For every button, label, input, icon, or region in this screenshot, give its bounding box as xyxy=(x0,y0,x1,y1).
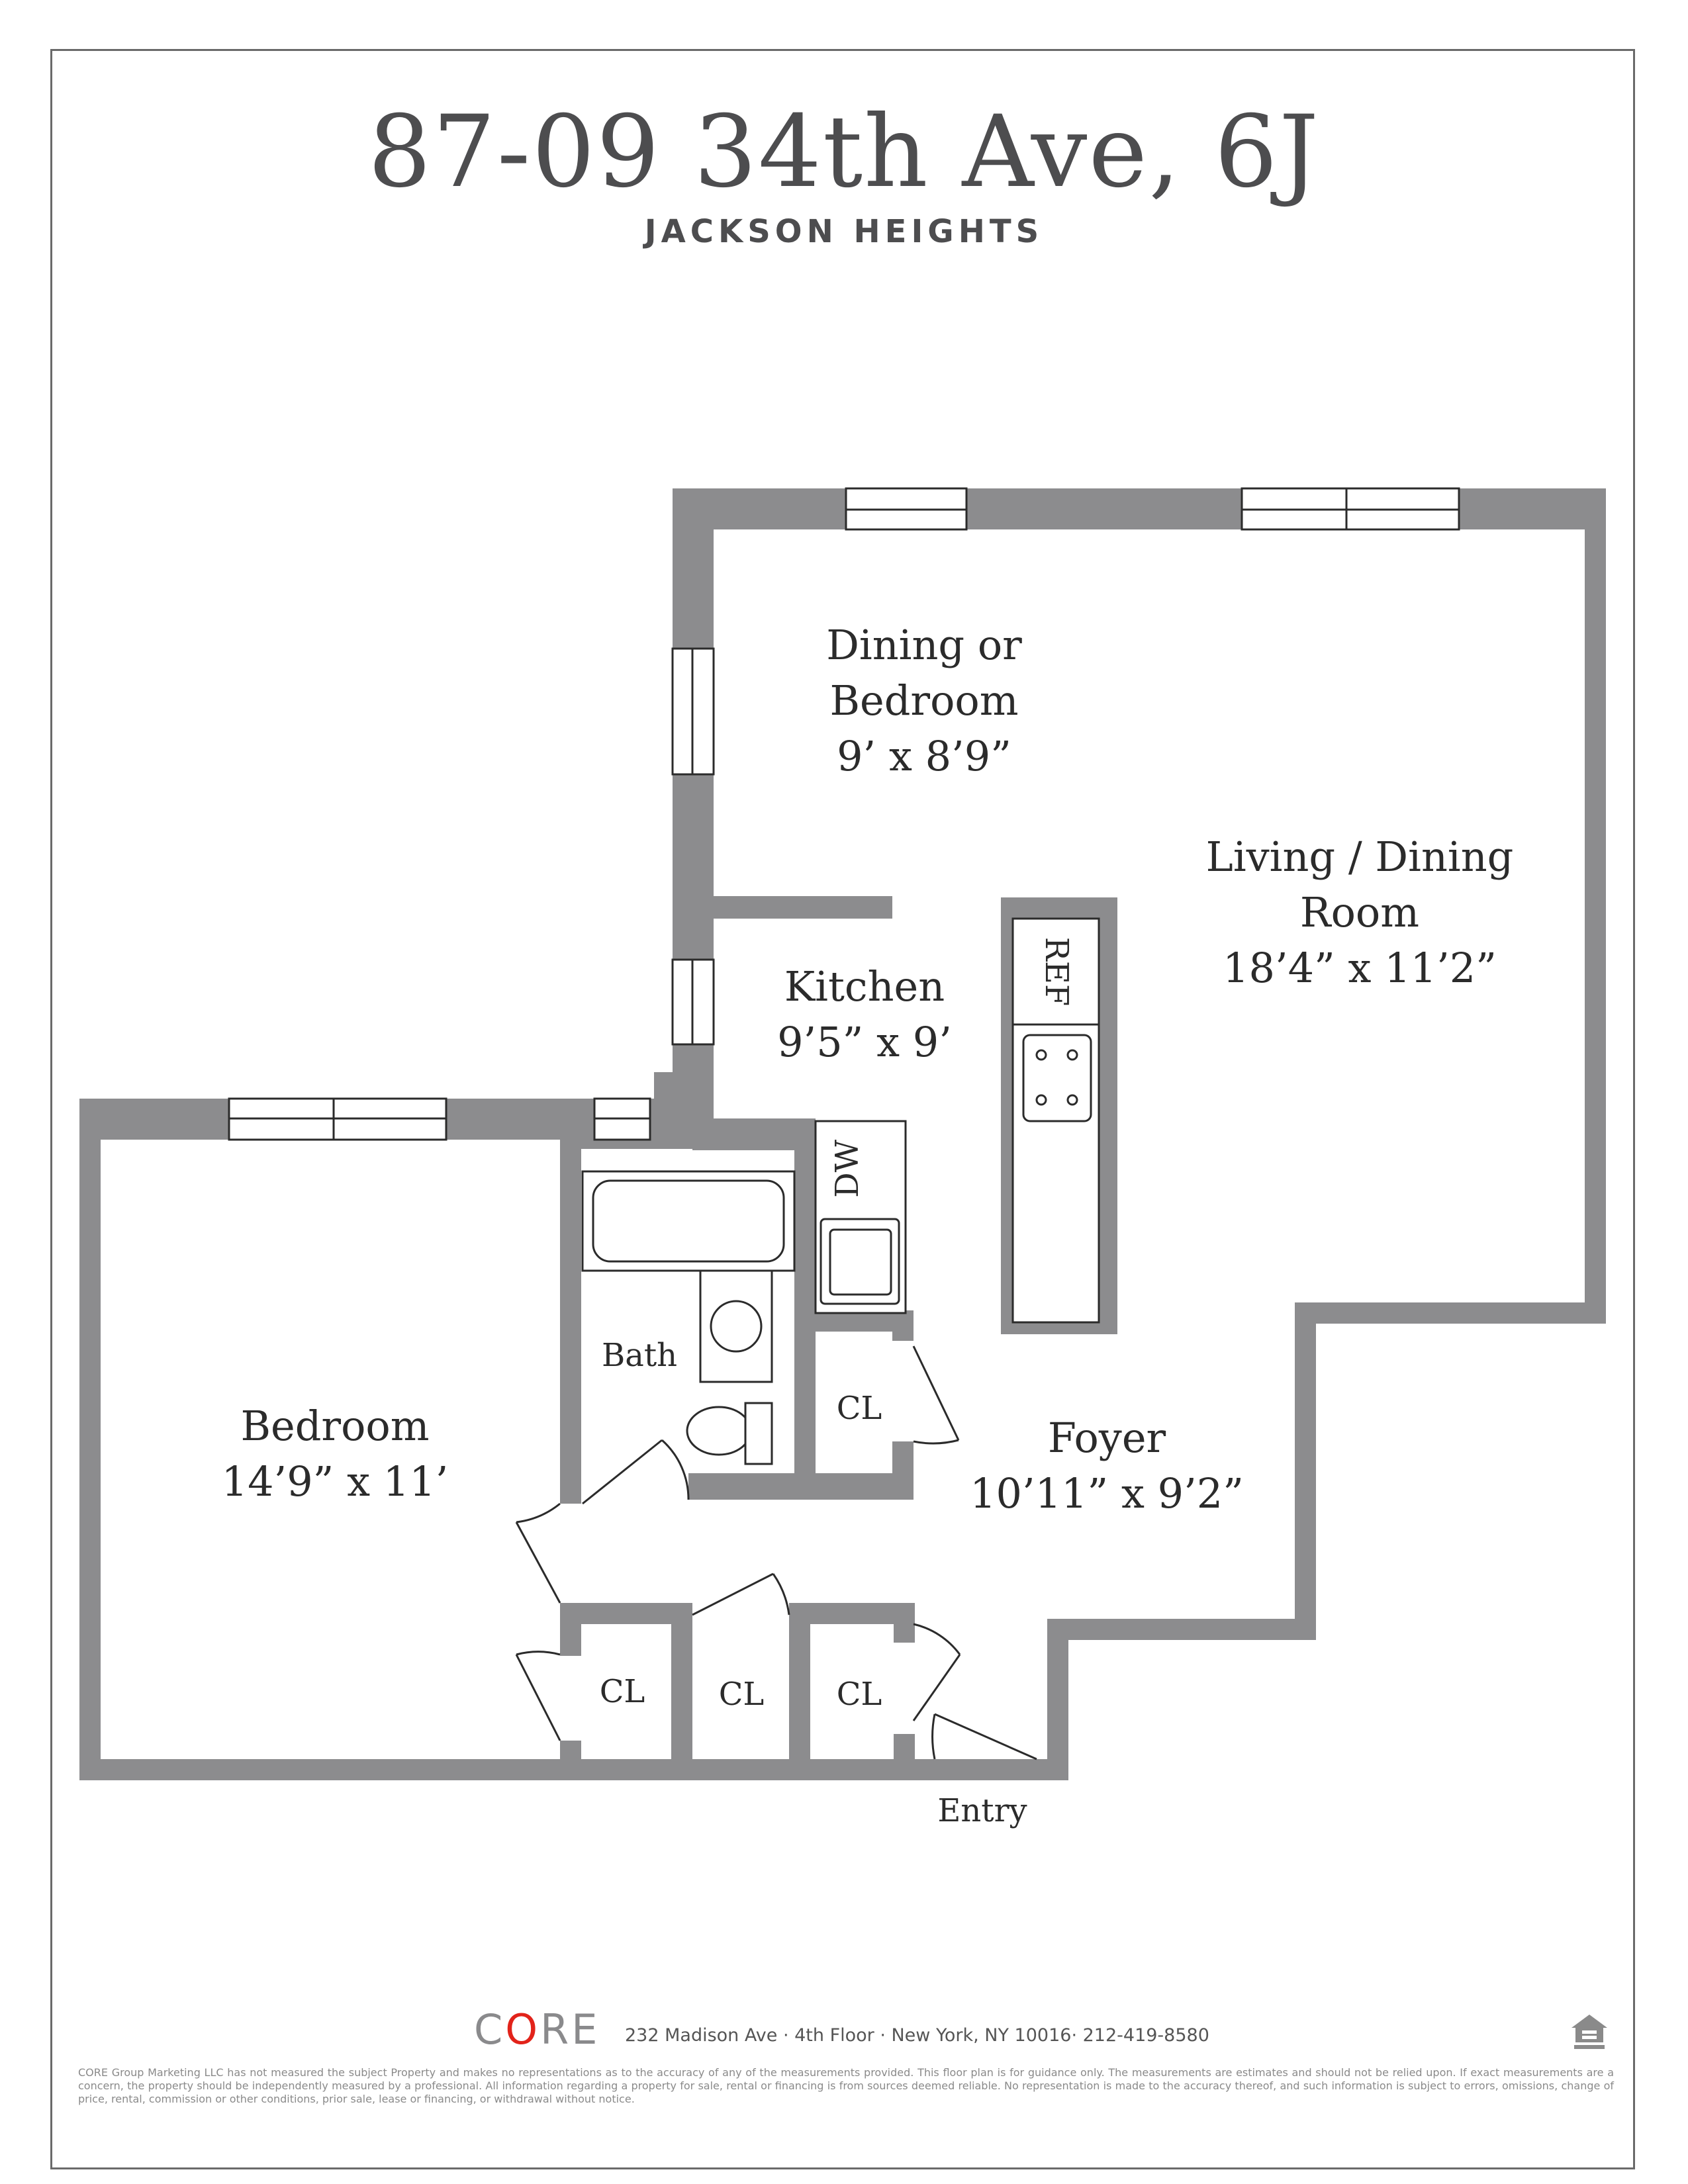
closet-label: CL xyxy=(600,1673,645,1710)
living-room-label: Living / Dining xyxy=(1206,833,1514,881)
page-frame xyxy=(50,49,1635,2169)
closet-label: CL xyxy=(837,1676,882,1713)
neighborhood-subtitle: JACKSON HEIGHTS xyxy=(644,213,1044,250)
dining-bedroom-size: 9’ x 8’9” xyxy=(837,732,1011,780)
stove xyxy=(1022,1034,1092,1122)
living-room-label-2: Room xyxy=(1300,888,1419,936)
dw-label: DW xyxy=(829,1139,866,1197)
bath-label: Bath xyxy=(602,1337,677,1374)
living-room-size: 18’4” x 11’2” xyxy=(1223,944,1497,992)
bath-sink xyxy=(710,1300,763,1353)
closet-label: CL xyxy=(719,1676,765,1713)
kitchen-size: 9’5” x 9’ xyxy=(777,1018,952,1066)
office-address: 232 Madison Ave · 4th Floor · New York, … xyxy=(625,2025,1209,2046)
dining-bedroom-label-2: Bedroom xyxy=(829,676,1018,725)
bathtub xyxy=(581,1170,796,1272)
core-logo: CORE xyxy=(474,2005,600,2054)
doors xyxy=(515,1345,1037,1760)
toilet xyxy=(686,1406,752,1456)
page-title: 87-09 34th Ave, 6J xyxy=(367,95,1321,210)
kitchen-label: Kitchen xyxy=(784,962,945,1011)
kitchen-sink xyxy=(820,1218,900,1305)
ref-label: REF xyxy=(1038,937,1075,1006)
bedroom-size: 14’9” x 11’ xyxy=(222,1457,449,1506)
windows xyxy=(228,487,1460,1141)
foyer-size: 10’11” x 9’2” xyxy=(970,1469,1244,1518)
equal-housing-icon xyxy=(1571,2015,1607,2049)
closet-label: CL xyxy=(837,1390,882,1427)
legal-disclaimer: CORE Group Marketing LLC has not measure… xyxy=(78,2066,1614,2105)
foyer-label: Foyer xyxy=(1048,1414,1166,1462)
dining-bedroom-label: Dining or xyxy=(826,621,1022,669)
entry-label: Entry xyxy=(937,1792,1027,1829)
refrigerator xyxy=(1011,917,1100,1026)
bedroom-label: Bedroom xyxy=(240,1402,429,1450)
